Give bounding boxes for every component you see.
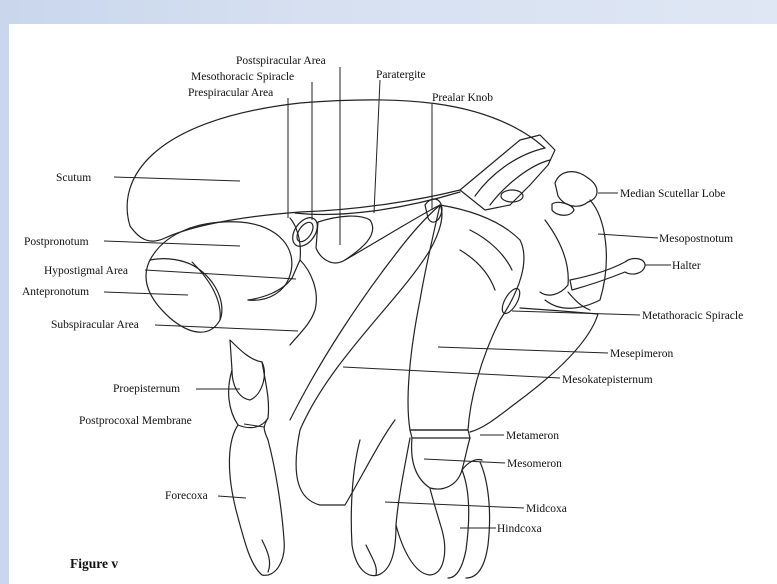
label-forecoxa: Forecoxa [165, 490, 208, 502]
postpronotum-shape [150, 222, 292, 300]
hypostigmal-shape [248, 218, 300, 300]
label-proepisternum: Proepisternum [113, 383, 180, 395]
label-metameron: Metameron [506, 430, 559, 442]
label-prespiracular-area: Prespiracular Area [188, 87, 273, 99]
label-prealar-knob: Prealar Knob [432, 92, 493, 104]
midcoxa-right [396, 488, 445, 575]
label-postprocoxal-membrane: Postprocoxal Membrane [79, 415, 192, 427]
label-antepronotum: Antepronotum [22, 286, 89, 298]
labels: Postspiracular Area Mesothoracic Spiracl… [22, 55, 743, 571]
label-mesothoracic-spiracle: Mesothoracic Spiracle [191, 71, 294, 83]
scutellar-lobe-small [552, 202, 574, 215]
postpronotum-leader [104, 241, 240, 246]
antepronotum-inner [192, 262, 220, 320]
mesopostnotum-outline [545, 200, 606, 308]
proepisternum-shape [230, 340, 264, 400]
mesomeron-shape [412, 438, 470, 489]
label-mesokatepisternum: Mesokatepisternum [562, 374, 653, 386]
midcoxa-fold [366, 545, 376, 575]
scutellum-outline [460, 135, 555, 210]
mesepimeron-fold [460, 230, 512, 290]
label-midcoxa: Midcoxa [526, 503, 567, 515]
hindcoxa-shape [448, 462, 490, 578]
mesokatepisternum-shape [296, 205, 442, 505]
label-postspiracular-area: Postspiracular Area [236, 55, 326, 67]
label-median-scutellar-lobe: Median Scutellar Lobe [620, 188, 725, 200]
mesepimeron-shape [408, 205, 524, 430]
halter-shape [570, 259, 645, 290]
thorax-outline [127, 100, 645, 578]
label-metathoracic-spiracle: Metathoracic Spiracle [642, 310, 743, 322]
midcoxa-shape [351, 438, 410, 576]
label-mesepimeron: Mesepimeron [610, 348, 673, 360]
scutellum-detail [475, 148, 550, 205]
label-halter: Halter [672, 260, 701, 272]
subspiracular-leader [155, 325, 298, 331]
label-hindcoxa: Hindcoxa [497, 523, 542, 535]
forecoxa-shape [229, 418, 284, 575]
label-paratergite: Paratergite [376, 69, 426, 81]
mesokatepisternum-leader [343, 367, 560, 378]
scutum-lower-edge [130, 190, 460, 241]
hypostigmal-leader [145, 270, 296, 279]
forecoxa-leader [218, 496, 246, 498]
postprocoxal-shape [229, 362, 269, 428]
metapleural-edge [470, 308, 598, 432]
antepronotum-leader [104, 292, 188, 295]
label-mesopostnotum: Mesopostnotum [659, 233, 733, 245]
leader-lines [104, 67, 671, 528]
forecoxa-lobe [262, 540, 270, 572]
label-mesomeron: Mesomeron [507, 458, 562, 470]
mesepimeron-leader [438, 347, 608, 353]
midcoxa-leader [385, 502, 524, 508]
label-postpronotum: Postpronotum [24, 236, 89, 248]
scutum-outline [127, 100, 545, 226]
figure-title: Figure v [70, 556, 118, 571]
label-scutum: Scutum [56, 172, 91, 184]
postspiracular-shape [316, 216, 373, 263]
mesopostnotum-inner [540, 220, 568, 295]
antepronotum-shape [146, 259, 222, 333]
label-subspiracular-area: Subspiracular Area [51, 319, 139, 331]
mesopostnotum-leader [598, 234, 658, 238]
metameron-shape [410, 430, 470, 438]
label-hypostigmal-area: Hypostigmal Area [44, 265, 128, 277]
